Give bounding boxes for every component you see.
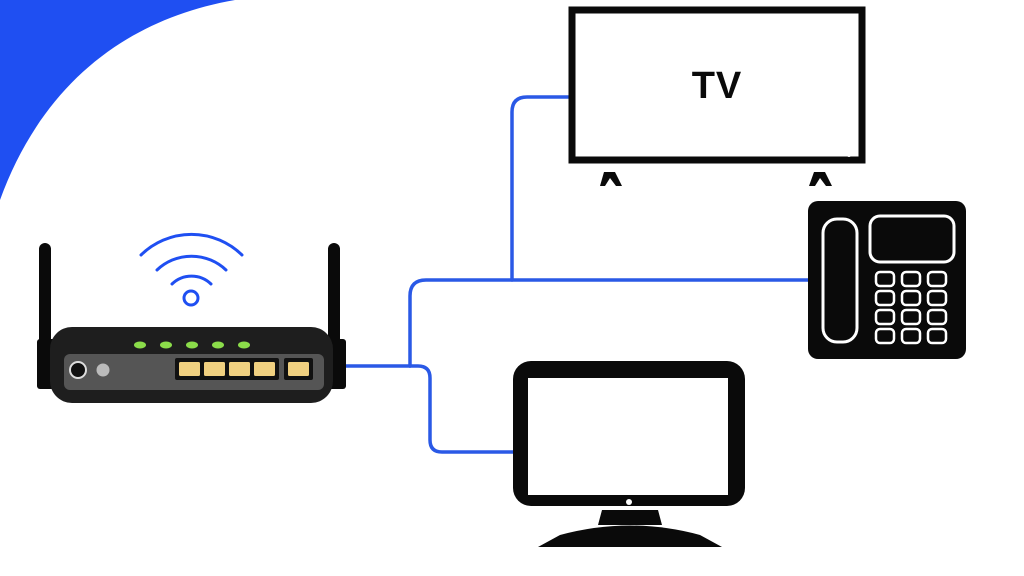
router-port — [254, 362, 275, 376]
cable-to-tv — [510, 95, 574, 282]
desk-phone-icon — [808, 201, 966, 359]
phone-key — [900, 289, 922, 307]
router-port — [179, 362, 200, 376]
phone-key — [874, 327, 896, 345]
router-led — [186, 341, 198, 349]
accent-corner-shape — [0, 0, 235, 200]
monitor-icon — [513, 361, 745, 547]
router-led — [212, 341, 224, 349]
wifi-icon — [139, 232, 244, 307]
wifi-arc-inner — [170, 274, 213, 286]
phone-key — [926, 270, 948, 288]
tv-stand-right — [809, 172, 832, 186]
tv-label: TV — [692, 65, 743, 107]
router-leds — [134, 341, 250, 349]
router-led — [160, 341, 172, 349]
phone-key — [900, 327, 922, 345]
router-icon — [37, 243, 346, 403]
router-port — [204, 362, 225, 376]
router-port — [229, 362, 250, 376]
phone-key — [926, 289, 948, 307]
router-port-group — [175, 358, 279, 380]
tv-power-led — [847, 153, 851, 157]
phone-key — [926, 308, 948, 326]
monitor-stand — [598, 510, 662, 525]
phone-key — [874, 289, 896, 307]
cables — [344, 95, 810, 454]
cable-to-phone — [408, 278, 810, 368]
phone-handset — [821, 217, 859, 344]
phone-body — [808, 201, 966, 359]
phone-key — [874, 308, 896, 326]
tv-screen — [568, 6, 866, 164]
router-lan-ports — [175, 358, 279, 380]
router-antenna-right — [328, 243, 340, 345]
wifi-arc-middle — [155, 254, 228, 272]
router-led — [238, 341, 250, 349]
router-led — [134, 341, 146, 349]
phone-key — [926, 327, 948, 345]
monitor-screen — [528, 378, 728, 495]
router-antenna-left — [39, 243, 51, 345]
router-power-button — [69, 361, 87, 379]
router-wan-port — [284, 358, 313, 380]
tv-icon: TV — [568, 6, 866, 186]
cable-to-monitor — [408, 364, 515, 454]
phone-keypad — [874, 270, 948, 345]
phone-display — [868, 214, 956, 264]
phone-key — [900, 270, 922, 288]
tv-stand-left — [600, 172, 622, 186]
router-reset-button — [96, 363, 110, 377]
monitor-power-led — [626, 499, 632, 505]
monitor-base — [538, 525, 722, 547]
router-port — [288, 362, 309, 376]
phone-key — [900, 308, 922, 326]
wifi-arc-outer — [139, 232, 244, 257]
wifi-dot — [182, 289, 200, 307]
phone-key — [874, 270, 896, 288]
